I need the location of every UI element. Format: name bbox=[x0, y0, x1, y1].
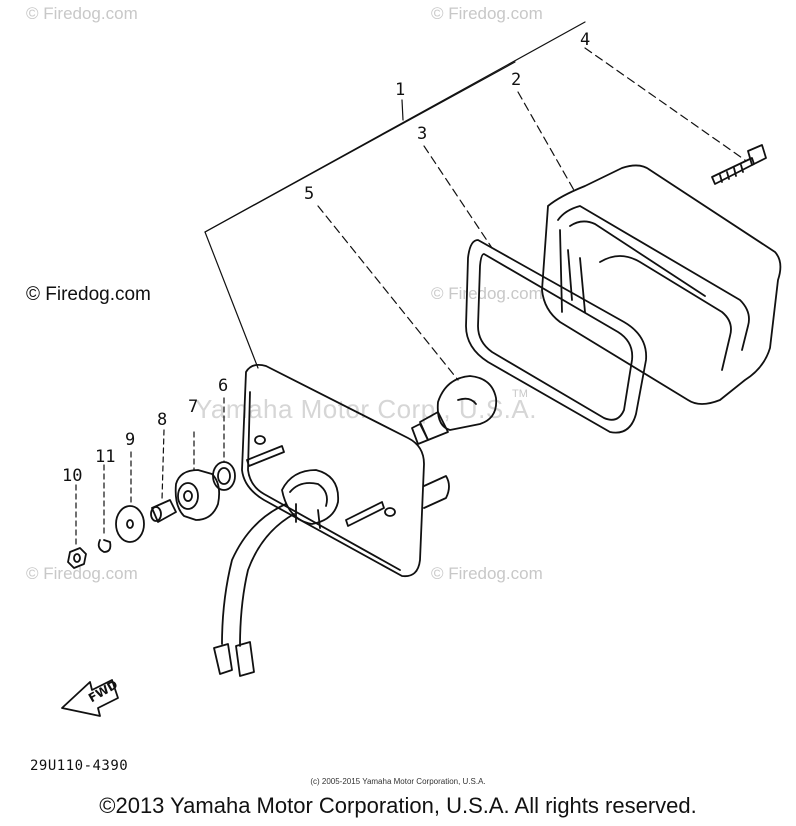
lens-housing-part-2 bbox=[541, 164, 782, 405]
callout-1: 1 bbox=[395, 80, 406, 100]
watermark-bottom-left: © Firedog.com bbox=[26, 564, 138, 583]
watermark-yamaha: Yamaha Motor Corp., U.S.A. bbox=[195, 394, 537, 424]
flat-washer-part-9 bbox=[115, 505, 145, 543]
callout-8: 8 bbox=[157, 410, 168, 430]
leader-5 bbox=[317, 205, 459, 381]
callout-10: 10 bbox=[62, 466, 83, 486]
grommet-part-7 bbox=[174, 469, 221, 521]
leader-1 bbox=[401, 99, 404, 121]
watermark-top-right: © Firedog.com bbox=[431, 4, 543, 23]
leader-8 bbox=[161, 429, 165, 501]
base-plate-part-1 bbox=[241, 363, 450, 578]
callout-9: 9 bbox=[125, 430, 136, 450]
callout-5: 5 bbox=[304, 184, 315, 204]
leader-lines bbox=[75, 21, 746, 547]
diagram-part-number: 29U110-4390 bbox=[30, 758, 129, 774]
footer-copyright: ©2013 Yamaha Motor Corporation, U.S.A. A… bbox=[99, 793, 697, 818]
watermark-bottom-right: © Firedog.com bbox=[431, 564, 543, 583]
small-copyright: (c) 2005-2015 Yamaha Motor Corporation, … bbox=[310, 777, 486, 786]
leader-2 bbox=[517, 91, 576, 193]
nut-part-10 bbox=[67, 547, 87, 569]
callout-3: 3 bbox=[417, 124, 428, 144]
collar-part-8 bbox=[150, 499, 177, 523]
callout-6: 6 bbox=[218, 376, 229, 396]
washer-part-6 bbox=[212, 461, 236, 491]
watermark-mid-left: © Firedog.com bbox=[26, 284, 151, 305]
callout-4: 4 bbox=[580, 30, 591, 50]
bracket-1 bbox=[204, 61, 516, 233]
wire-harness bbox=[213, 503, 295, 677]
callout-2: 2 bbox=[511, 70, 522, 90]
callout-11: 11 bbox=[95, 447, 116, 467]
watermark-mid-right: © Firedog.com bbox=[431, 284, 543, 303]
bulb-part-5 bbox=[411, 375, 498, 445]
watermark-top-left: © Firedog.com bbox=[26, 4, 138, 23]
leader-4 bbox=[584, 47, 746, 161]
bracket-1-drop bbox=[204, 231, 259, 369]
screw-part-4 bbox=[711, 144, 767, 185]
fwd-label: FWD bbox=[86, 677, 120, 705]
leader-3 bbox=[423, 145, 493, 249]
lock-washer-part-11 bbox=[97, 539, 112, 553]
gasket-part-3 bbox=[465, 239, 647, 434]
callout-7: 7 bbox=[188, 397, 199, 417]
fwd-arrow-icon bbox=[61, 679, 119, 717]
watermark-tm: TM bbox=[512, 388, 528, 400]
